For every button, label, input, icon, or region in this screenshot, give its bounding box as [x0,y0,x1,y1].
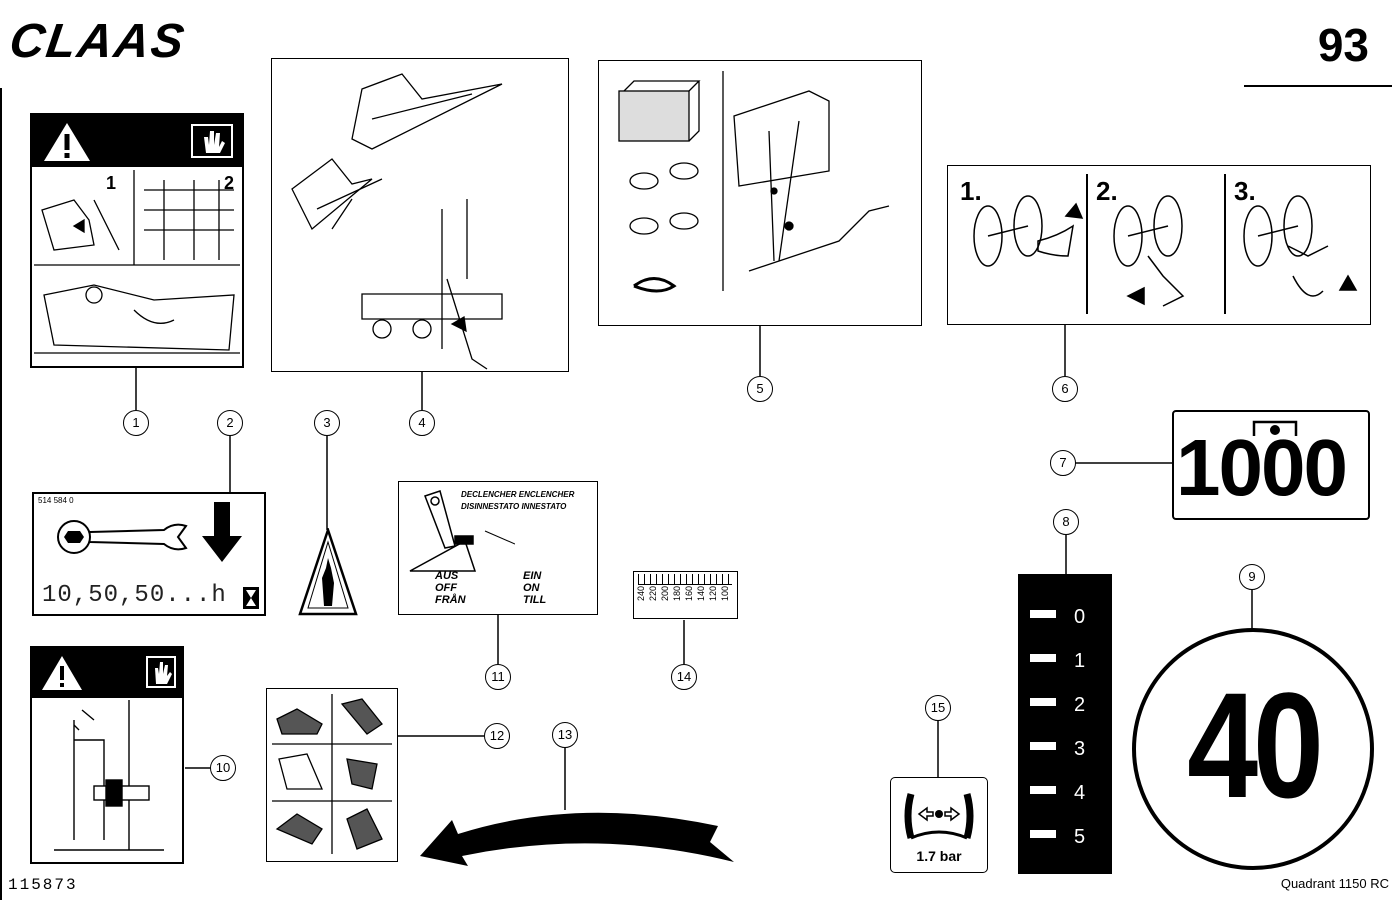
storage-illustration-5 [598,60,922,326]
twine-storage-drawing [618,71,890,293]
on-label-en: ON [523,582,540,594]
level-label-5: 5 [1074,826,1086,848]
page-number: 93 [1317,19,1369,71]
hourglass-icon [243,587,259,609]
lever-drawing [409,490,515,572]
on-labels: EIN ON TILL [523,570,546,606]
callout-12: 12 [484,723,510,749]
step-3-label: 3. [1234,176,1256,206]
pictogram-drawings [272,694,392,854]
callout-6: 6 [1052,376,1078,402]
scale-value: 200 [660,586,670,602]
divider-b [1224,174,1226,314]
level-mark-0 [1030,610,1056,618]
warning-header-bar-10 [32,648,182,698]
engage-header-1: DECLENCHER ENCLENCHER [461,490,575,499]
callout-4: 4 [409,410,435,436]
callout-8: 8 [1053,509,1079,535]
scale-value: 160 [684,586,694,602]
callout-11: 11 [485,664,511,690]
callout-5: 5 [747,376,773,402]
off-label-en: OFF [435,582,457,594]
step-a-label: 1 [106,173,117,193]
header-rule [1244,85,1392,87]
down-arrow-icon [202,502,242,562]
tire-pressure-icon [904,793,974,840]
level-label-0: 0 [1074,606,1086,628]
document-number: 115873 [8,876,78,894]
pto-shaft-icon [1252,420,1298,436]
off-label-de: AUS [435,570,459,582]
step-b-label: 2 [224,173,235,193]
maintenance-decal: 514 584 0 10,50,50...h [32,492,266,616]
level-label-1: 1 [1074,650,1086,672]
warning-triangle-icon [42,656,82,690]
scale-values: 240 220 200 180 160 140 120 100 [636,586,732,601]
engage-decal-11: DECLENCHER ENCLENCHER DISINNESTATO INNES… [398,481,598,615]
speed-limit-sign: 40 [1132,628,1374,870]
sequence-decal-6: 1. 2. 3. [947,165,1371,325]
scale-value: 120 [708,586,718,602]
warning-illustration [34,170,240,354]
on-label-de: EIN [523,570,542,582]
warning-header-bar [32,115,242,167]
engage-header-2: DISINNESTATO INNESTATO [461,502,567,511]
scale-value: 140 [696,586,706,602]
warning-decal-10 [30,646,184,864]
part-number: 514 584 0 [38,496,74,505]
scale-ticks [638,574,732,585]
divider-a [1086,174,1088,314]
off-labels: AUS OFF FRÅN [435,570,466,606]
speed-limit-value: 40 [1187,661,1324,829]
level-mark-2 [1030,698,1056,706]
on-label-sv: TILL [523,594,547,606]
scale-decal-14: 240 220 200 180 160 140 120 100 [633,571,738,619]
hand-warning-triangle-icon [298,528,358,616]
step-1-label: 1. [960,176,982,206]
warning-triangle-icon [44,123,90,161]
pickup-illustration-4 [271,58,569,372]
sequence-drawings [973,195,1358,307]
interval-text: 10,50,50...h [42,582,227,609]
level-label-3: 3 [1074,738,1086,760]
scale-value: 100 [720,586,730,602]
left-border [0,88,2,900]
rotation-arrow-icon [420,812,734,866]
tire-pressure-value: 1.7 bar [916,848,962,864]
level-label-2: 2 [1074,694,1086,716]
callout-1: 1 [123,410,149,436]
step-2-label: 2. [1096,176,1118,206]
pickup-drawing [291,73,503,370]
tire-pressure-decal: 1.7 bar [890,777,988,873]
callout-10: 10 [210,755,236,781]
level-mark-4 [1030,786,1056,794]
warning-decal-1: 1 2 [30,113,244,368]
hand-icon [146,656,176,688]
callout-14: 14 [671,664,697,690]
callout-15: 15 [925,695,951,721]
wrench-icon [57,520,188,554]
claas-logo: CLAAS [6,15,190,68]
level-label-4: 4 [1074,782,1086,804]
model-name: Quadrant 1150 RC [1280,876,1389,891]
callout-13: 13 [552,722,578,748]
callout-3: 3 [314,410,340,436]
hand-icon [191,124,233,158]
scale-value: 180 [672,586,682,602]
scale-value: 240 [636,586,646,602]
level-gauge-decal: 0 1 2 3 4 5 [1018,574,1112,874]
level-mark-5 [1030,830,1056,838]
level-mark-3 [1030,742,1056,750]
pto-speed-value: 1000 [1176,423,1348,512]
pto-speed-decal: 1000 [1172,410,1370,520]
callout-7: 7 [1050,450,1076,476]
callout-2: 2 [217,410,243,436]
off-label-sv: FRÅN [435,594,466,606]
callout-9: 9 [1239,564,1265,590]
scale-value: 220 [648,586,658,602]
cylinder-drawing [54,700,164,851]
pictogram-decal-12 [266,688,398,862]
level-mark-1 [1030,654,1056,662]
